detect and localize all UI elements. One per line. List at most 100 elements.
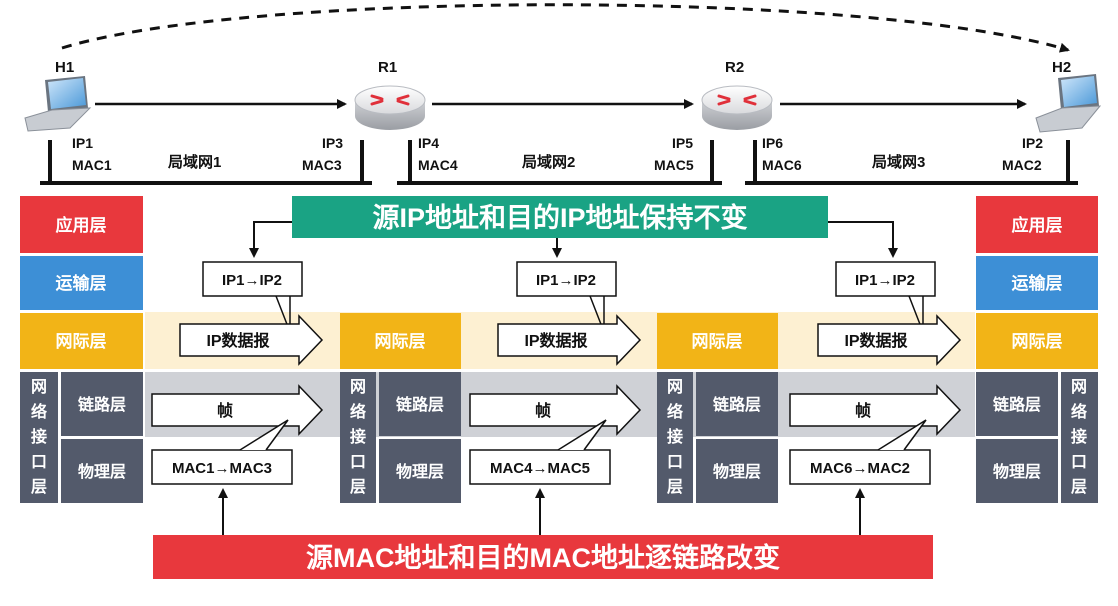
r1-physical-layer: 物理层 (396, 462, 444, 481)
segment-2-datagram-arrow: IP数据报 (497, 314, 642, 366)
h2-laptop-icon[interactable] (1035, 74, 1102, 133)
svg-text:IP数据报: IP数据报 (524, 331, 587, 350)
svg-text:网: 网 (667, 378, 683, 396)
r2-protocol-stack: 网际层 网 络 接 口 层 链路层 物理层 (657, 313, 778, 503)
h1-label: H1 (55, 59, 74, 76)
segment-1-frame-arrow: 帧 (151, 384, 324, 436)
h1-mac-label: MAC1 (72, 157, 112, 173)
svg-text:口: 口 (667, 454, 683, 471)
lan-bus-1 (40, 140, 372, 185)
h2-ip-label: IP2 (1022, 135, 1043, 151)
svg-text:接: 接 (350, 427, 366, 446)
svg-text:层: 层 (350, 478, 366, 496)
r2-right-ip-label: IP6 (762, 135, 783, 151)
h2-protocol-stack: 应用层 运输层 网际层 链路层 物理层 网 络 接 口 层 (976, 196, 1098, 503)
lan-2-label: 局域网2 (521, 153, 575, 171)
svg-text:IP1→IP2: IP1→IP2 (222, 272, 282, 289)
r2-label: R2 (725, 59, 744, 76)
r1-protocol-stack: 网际层 网 络 接 口 层 链路层 物理层 (340, 313, 461, 503)
mac-changes-banner: 源MAC地址和目的MAC地址逐链路改变 (153, 535, 933, 579)
svg-text:接: 接 (667, 427, 683, 446)
svg-text:IP1→IP2: IP1→IP2 (855, 272, 915, 289)
h1-laptop-icon[interactable] (24, 76, 92, 132)
segment-3-frame-arrow: 帧 (789, 384, 962, 436)
h1-transport-layer: 运输层 (56, 273, 107, 293)
svg-text:口: 口 (350, 454, 366, 471)
svg-text:源IP地址和目的IP地址保持不变: 源IP地址和目的IP地址保持不变 (372, 202, 747, 233)
end-to-end-dashed-arrow (61, 3, 1070, 53)
svg-text:网: 网 (1071, 378, 1087, 396)
lan-3-label: 局域网3 (871, 153, 925, 171)
r2-right-mac-label: MAC6 (762, 157, 802, 173)
svg-text:帧: 帧 (217, 401, 233, 420)
h1-ip-label: IP1 (72, 135, 93, 151)
segment-2-frame-arrow: 帧 (469, 384, 642, 436)
h1-protocol-stack: 应用层 运输层 网际层 网 络 接 口 层 链路层 物理层 (20, 196, 143, 503)
svg-text:IP1→IP2: IP1→IP2 (536, 272, 596, 289)
lan-1-label: 局域网1 (167, 153, 221, 171)
h2-application-layer: 应用层 (1012, 215, 1063, 235)
r1-right-ip-label: IP4 (418, 135, 439, 151)
svg-text:IP数据报: IP数据报 (844, 331, 907, 350)
svg-text:帧: 帧 (855, 401, 871, 420)
r2-physical-layer: 物理层 (713, 462, 761, 481)
h1-physical-layer: 物理层 (78, 462, 126, 481)
svg-text:络: 络 (350, 402, 366, 421)
segment-2-mac-callout: MAC4→MAC5 (469, 419, 611, 485)
r1-router-icon[interactable] (354, 85, 426, 130)
svg-text:MAC6→MAC2: MAC6→MAC2 (810, 460, 910, 477)
svg-text:网: 网 (31, 378, 47, 396)
svg-text:源MAC地址和目的MAC地址逐链路改变: 源MAC地址和目的MAC地址逐链路改变 (306, 542, 780, 573)
h2-label: H2 (1052, 59, 1071, 76)
lan-bus-2 (397, 140, 722, 185)
ip-banner-arrows (249, 221, 898, 258)
r1-network-interface-layer: 网 络 接 口 层 (350, 378, 366, 496)
r1-label: R1 (378, 59, 397, 76)
r1-left-mac-label: MAC3 (302, 157, 342, 173)
svg-text:口: 口 (31, 454, 47, 471)
h2-link-layer: 链路层 (993, 395, 1041, 414)
r2-left-mac-label: MAC5 (654, 157, 694, 173)
h2-internet-layer: 网际层 (1012, 332, 1063, 351)
segment-1-datagram-arrow: IP数据报 (179, 314, 324, 366)
segment-3-mac-callout: MAC6→MAC2 (789, 419, 931, 485)
r2-router-icon[interactable] (701, 85, 773, 130)
r2-link-layer: 链路层 (713, 395, 761, 414)
h2-transport-layer: 运输层 (1012, 273, 1063, 293)
svg-text:络: 络 (667, 402, 683, 421)
svg-text:帧: 帧 (535, 401, 551, 420)
r2-internet-layer: 网际层 (692, 332, 743, 351)
svg-text:MAC4→MAC5: MAC4→MAC5 (490, 460, 590, 477)
svg-text:网: 网 (350, 378, 366, 396)
svg-text:IP数据报: IP数据报 (206, 331, 269, 350)
h2-mac-label: MAC2 (1002, 157, 1042, 173)
mac-banner-arrows (218, 488, 865, 535)
r1-right-mac-label: MAC4 (418, 157, 458, 173)
segment-3-datagram-arrow: IP数据报 (817, 314, 962, 366)
svg-text:MAC1→MAC3: MAC1→MAC3 (172, 460, 272, 477)
segment-2-ip-callout: IP1→IP2 (516, 261, 617, 333)
segment-3-ip-callout: IP1→IP2 (835, 261, 936, 333)
ip-unchanged-banner: 源IP地址和目的IP地址保持不变 (292, 196, 828, 238)
r1-internet-layer: 网际层 (375, 332, 426, 351)
h1-application-layer: 应用层 (56, 215, 107, 235)
r2-left-ip-label: IP5 (672, 135, 693, 151)
h2-physical-layer: 物理层 (993, 462, 1041, 481)
svg-text:层: 层 (1071, 478, 1087, 496)
svg-text:接: 接 (31, 427, 47, 446)
svg-text:层: 层 (667, 478, 683, 496)
svg-text:接: 接 (1071, 427, 1087, 446)
h1-link-layer: 链路层 (78, 395, 126, 414)
svg-text:层: 层 (31, 478, 47, 496)
svg-text:络: 络 (31, 402, 47, 421)
svg-text:口: 口 (1071, 454, 1087, 471)
r1-link-layer: 链路层 (396, 395, 444, 414)
segment-1-ip-callout: IP1→IP2 (202, 261, 303, 333)
r1-left-ip-label: IP3 (322, 135, 343, 151)
h1-network-interface-layer: 网 络 接 口 层 (31, 378, 47, 496)
svg-text:络: 络 (1071, 402, 1087, 421)
h1-internet-layer: 网际层 (56, 332, 107, 351)
segment-1-mac-callout: MAC1→MAC3 (151, 419, 293, 485)
r2-network-interface-layer: 网 络 接 口 层 (667, 378, 683, 496)
lan-bus-3 (745, 140, 1078, 185)
